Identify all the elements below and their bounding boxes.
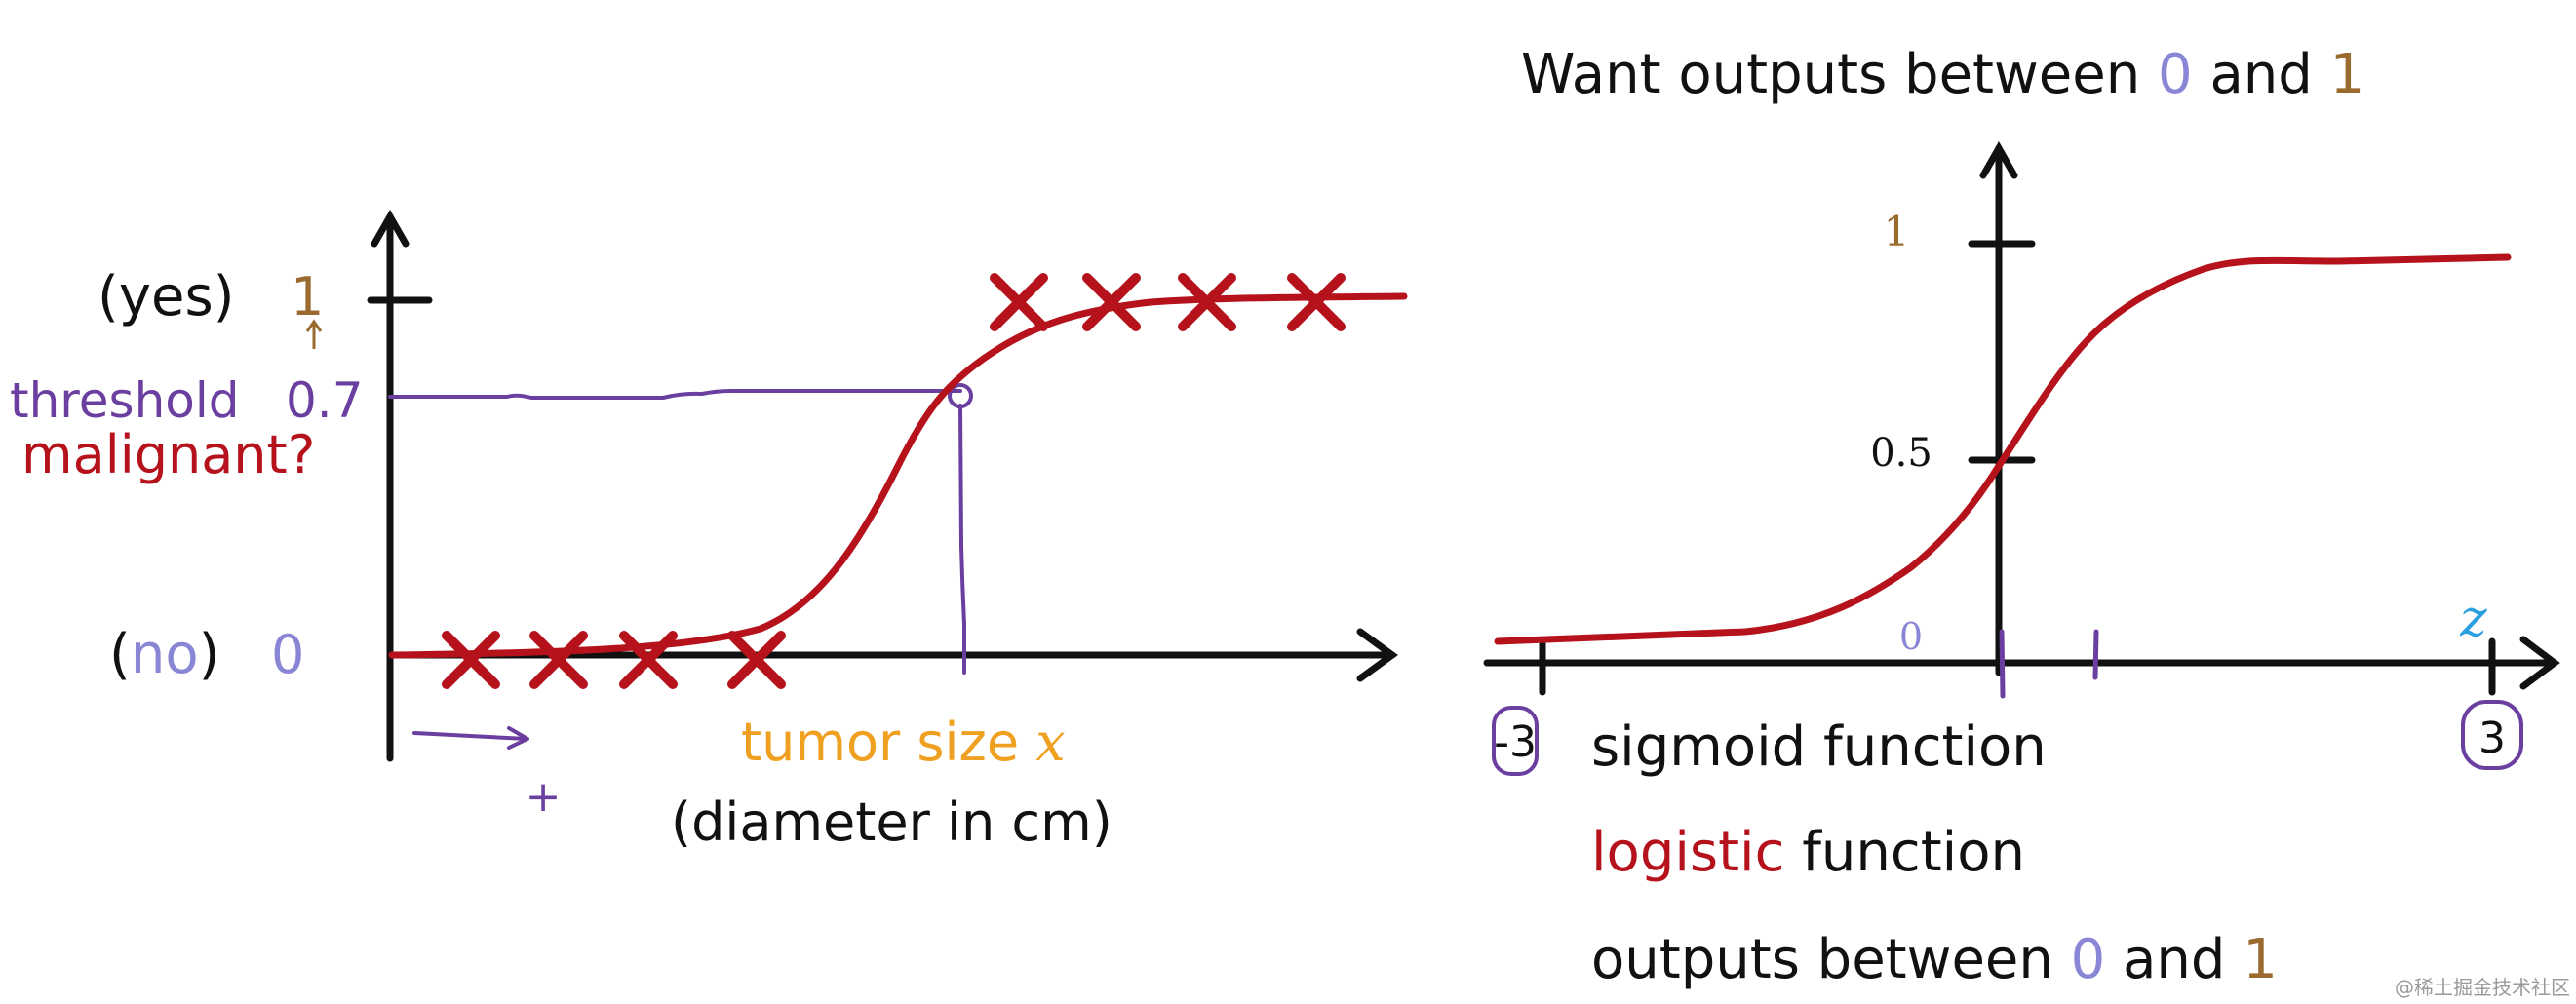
malignant-point [1178,273,1236,331]
x-axis-label-text: tumor size [741,712,1035,773]
pos3-circle [2461,700,2523,770]
outputs-mid: and [2105,928,2243,991]
right-y-half-label: 0.5 [1870,431,1932,476]
right-title: Want outputs between 0 and 1 [1521,43,2364,106]
outputs-caption: outputs between 0 and 1 [1591,928,2278,991]
right-x-pos-label: 3 [2478,714,2506,763]
no-word: no [131,623,199,686]
title-zero: 0 [2158,43,2193,106]
title-mid: and [2193,43,2330,106]
y-axis-label: malignant? [21,424,315,485]
x-axis-variable: x [1035,712,1065,773]
malignant-point [990,273,1048,331]
no-label: (no) [109,623,219,686]
threshold-drop-line [958,404,966,675]
outputs-zero: 0 [2071,928,2106,991]
logistic-caption: logistic function [1591,821,2025,884]
data-points [442,273,1346,689]
sigmoid-caption: sigmoid function [1591,715,2047,779]
benign-point [727,631,786,689]
no-close-paren: ) [199,623,220,686]
left-y-zero-value: 0 [271,624,304,685]
left-plot: + [305,209,1408,822]
right-x-neg-label: -3 [1494,717,1537,767]
malignant-point [1082,273,1141,331]
right-y-one-label: 1 [1884,208,1910,255]
plus-mark: + [526,772,562,822]
right-y-zero-label: 0 [1899,615,1923,658]
sigmoid-curve [1494,253,2512,645]
x-axis-label: tumor size x [741,712,1066,773]
right-plot [1483,140,2560,776]
malignant-point [1287,273,1346,331]
threshold-label: threshold [10,372,239,429]
outputs-one: 1 [2243,928,2278,991]
neg3-circle [1492,706,1539,776]
left-y-one-value: 1 [291,266,324,328]
yes-label: (yes) [98,265,234,328]
right-x-variable: z [2459,590,2487,648]
threshold-line [388,389,962,400]
benign-point [442,631,500,689]
outputs-prefix: outputs between [1591,928,2071,991]
right-x-axis-arrowhead [2519,636,2560,690]
benign-point [529,631,588,689]
unit-tick-mark [2092,629,2099,680]
x-axis-sublabel: (diameter in cm) [671,792,1112,853]
benign-point [619,631,678,689]
direction-arrow [412,731,528,741]
one-up-arrowhead [305,319,323,332]
title-one: 1 [2330,43,2365,106]
left-logistic-curve [388,292,1408,659]
direction-arrowhead [507,726,529,750]
left-x-axis-arrowhead [1356,628,1398,682]
left-y-axis-arrowhead [371,209,410,248]
origin-tick-mark [1999,629,2006,699]
watermark: @稀土掘金技术社区 [2395,976,2570,999]
right-y-axis-arrowhead [1979,140,2018,179]
logistic-word: logistic [1591,821,1784,884]
no-open-paren: ( [109,623,131,686]
title-prefix: Want outputs between [1521,43,2158,106]
logistic-rest: function [1784,821,2025,884]
threshold-value: 0.7 [286,372,364,429]
